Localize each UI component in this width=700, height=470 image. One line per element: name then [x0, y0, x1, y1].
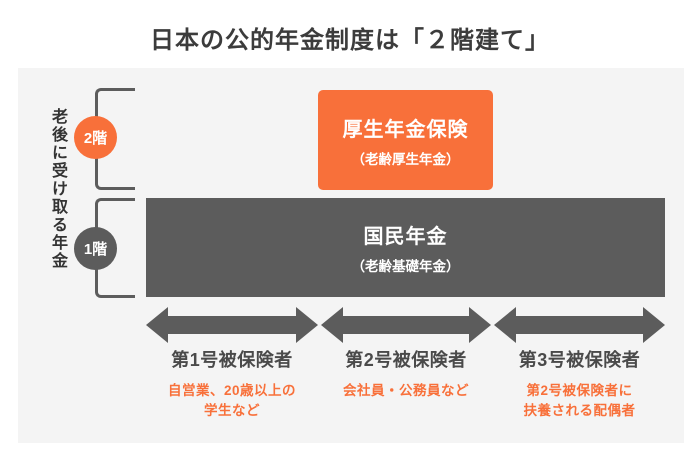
second-floor-badge: 2階: [74, 116, 117, 159]
category1-description: 自営業、20歳以上の 学生など: [167, 383, 297, 419]
national-pension-box: 国民年金 （老齢基礎年金）: [146, 198, 665, 297]
employees-pension-subtitle: （老齢厚生年金）: [351, 151, 460, 167]
vertical-axis-label: 老後に受け取る年金: [49, 108, 66, 270]
employees-pension-title: 厚生年金保険: [342, 118, 469, 141]
first-floor-badge-label: 1階: [83, 241, 108, 258]
category3-range-arrow: [494, 307, 665, 343]
category2-arrow-shaft: [339, 316, 473, 334]
category2-description: 会社員・公務員など: [343, 383, 469, 398]
employees-pension-box: 厚生年金保険 （老齢厚生年金）: [318, 90, 493, 190]
national-pension-subtitle: （老齢基礎年金）: [351, 259, 460, 274]
category1-range-arrow: [146, 307, 318, 343]
national-pension-title: 国民年金: [363, 226, 448, 248]
diagram-panel: 老後に受け取る年金 2階 1階 厚生年金保険 （老齢厚生年金） 国民年金 （老齢…: [18, 68, 684, 443]
category3-description: 第2号被保険者に 扶養される配偶者: [523, 383, 636, 419]
first-floor-badge: 1階: [74, 227, 117, 270]
insured-category-2: 第2号被保険者 会社員・公務員など: [317, 68, 495, 443]
insured-category-1: 第1号被保険者 自営業、20歳以上の 学生など: [138, 68, 326, 443]
category3-label: 第3号被保険者: [518, 350, 641, 370]
page-title: 日本の公的年金制度は「２階建て」: [150, 27, 550, 54]
category2-range-arrow: [321, 307, 491, 343]
category1-label: 第1号被保険者: [171, 350, 293, 370]
category3-arrow-shaft: [512, 316, 647, 334]
category1-arrow-shaft: [164, 316, 300, 334]
insured-category-3: 第3号被保険者 第2号被保険者に 扶養される配偶者: [490, 68, 669, 443]
category2-label: 第2号被保険者: [345, 350, 467, 370]
second-floor-badge-label: 2階: [83, 130, 108, 147]
